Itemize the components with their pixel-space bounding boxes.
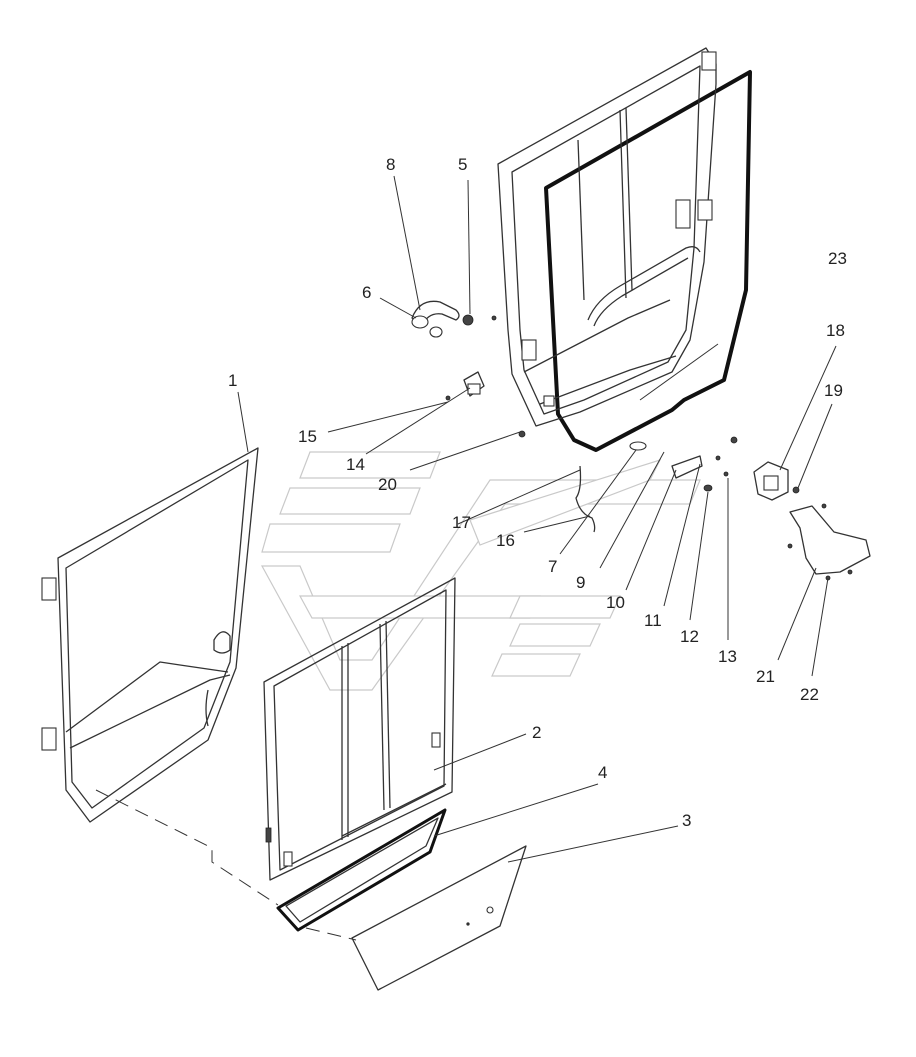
assembly-lines [95, 789, 357, 941]
wire-part-17 [575, 465, 596, 533]
callout-21: 21 [756, 667, 775, 686]
callout-1: 1 [228, 371, 237, 390]
window-frame-part-2 [263, 577, 456, 881]
leader-lines [237, 175, 837, 863]
callout-23: 23 [828, 249, 847, 268]
callout-19: 19 [824, 381, 843, 400]
callout-15: 15 [298, 427, 317, 446]
handle-part-8 [411, 300, 460, 327]
callout-18: 18 [826, 321, 845, 340]
callout-16: 16 [496, 531, 515, 550]
door-frame-part-1 [41, 447, 259, 823]
callout-2: 2 [532, 723, 541, 742]
glass-panel-part-3 [351, 845, 527, 991]
bracket-part-21 [787, 503, 871, 581]
callout-20: 20 [378, 475, 397, 494]
latch-part-14 [445, 371, 485, 401]
callout-17: 17 [452, 513, 471, 532]
callout-10: 10 [606, 593, 625, 612]
callout-6: 6 [362, 283, 371, 302]
lock-housing-part-18 [753, 461, 800, 501]
callout-5: 5 [458, 155, 467, 174]
seal-part-4 [276, 808, 447, 932]
door-seal-part-23 [544, 70, 752, 452]
door-upper [497, 47, 717, 427]
callout-8: 8 [386, 155, 395, 174]
callout-11: 11 [644, 611, 662, 630]
callout-22: 22 [800, 685, 819, 704]
lock-parts-7-13 [629, 436, 738, 492]
callout-13: 13 [718, 647, 737, 666]
callout-4: 4 [598, 763, 607, 782]
bushing-part-6 [411, 315, 443, 338]
screw-part-20 [518, 430, 526, 438]
washer-part-5 [462, 314, 497, 326]
callout-3: 3 [682, 811, 691, 830]
callout-12: 12 [680, 627, 699, 646]
watermark-logo [260, 451, 701, 691]
callout-14: 14 [346, 455, 365, 474]
callout-9: 9 [576, 573, 585, 592]
callout-7: 7 [548, 557, 557, 576]
